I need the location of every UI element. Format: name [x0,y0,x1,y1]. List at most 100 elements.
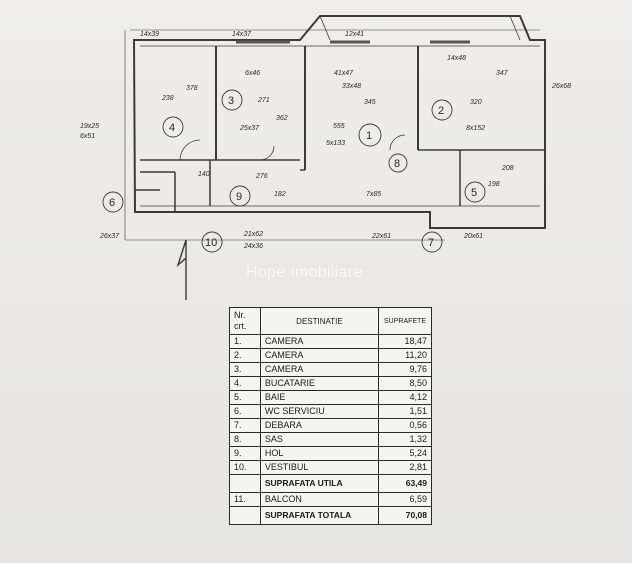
dim-label: 41x47 [334,70,354,77]
row-surface: 4,12 [378,390,432,405]
dim-label: 362 [276,115,288,122]
row-destination: BUCATARIE [259,376,380,391]
row-destination: CAMERA [259,362,380,377]
row-destination: HOL [259,446,380,461]
header-destination: DESTINATIE [259,307,380,335]
room-10-marker [201,231,223,253]
dim-label: 347 [496,70,509,77]
dim-label: 6x51 [80,133,95,140]
room-9-label: 9 [236,191,242,203]
dim-label: 19x25 [80,123,99,130]
room-3-marker [221,89,243,111]
dim-label: 271 [257,97,270,104]
row-destination: WC SERVICIU [259,404,380,419]
dim-label: 25x37 [239,125,260,132]
room-2-marker [431,99,453,121]
row-nr: 4. [229,376,261,391]
row-surface: 1,32 [378,432,432,447]
row-nr: 11. [229,492,261,507]
row-nr: 3. [229,362,261,377]
row-nr: 9. [229,446,261,461]
row-nr [229,474,261,493]
row-nr: 6. [229,404,261,419]
row-nr: 5. [229,390,261,405]
dim-label: 198 [488,181,500,188]
row-surface: 63,49 [378,474,432,493]
row-destination: SAS [259,432,380,447]
row-surface: 2,81 [378,460,432,475]
row-nr: 1. [229,334,261,349]
dim-label: 22x61 [371,233,391,240]
dim-label: 238 [161,95,174,102]
watermark: Hope Imobiliare [246,264,363,281]
row-surface: 5,24 [378,446,432,461]
row-destination: BAIE [259,390,380,405]
room-5-label: 5 [471,187,477,199]
row-destination: SUPRAFATA UTILA [259,474,380,493]
dim-label: 14x37 [232,31,252,38]
dim-label: 378 [186,85,198,92]
dim-label: 26x37 [99,233,120,240]
dim-label: 7x85 [366,191,381,198]
room-6-marker [102,191,124,213]
dim-label: 555 [333,123,345,130]
floor-plan-drawing: 4 3 1 2 5 6 7 8 9 10 14x39 14x37 12x41 1… [80,15,571,300]
dim-label: 20x61 [463,233,483,240]
dim-label: 320 [470,99,482,106]
dim-label: 33x48 [342,83,361,90]
room-2-label: 2 [438,105,444,117]
row-destination: CAMERA [259,334,380,349]
dim-label: 26x68 [551,83,571,90]
room-8-label: 8 [394,158,400,170]
room-10-label: 10 [205,237,217,249]
header-nr: Nr. crt. [229,307,261,335]
room-4-marker [162,116,184,138]
header-surface: SUPRAFETE [378,307,432,335]
row-destination: CAMERA [259,348,380,363]
dim-label: 345 [364,99,376,106]
dim-label: 14x39 [140,31,159,38]
dim-label: 5x133 [326,140,345,147]
row-nr [229,506,261,525]
dim-label: 182 [274,191,286,198]
room-1-label: 1 [366,130,372,142]
dim-label: 6x46 [245,70,260,77]
row-destination: VESTIBUL [259,460,380,475]
room-7-marker [421,231,443,253]
dim-label: 12x41 [345,31,364,38]
dim-label: 140 [198,171,210,178]
row-surface: 0,56 [378,418,432,433]
row-surface: 8,50 [378,376,432,391]
row-destination: DEBARA [259,418,380,433]
room-3-label: 3 [228,95,234,107]
room-6-label: 6 [109,197,115,209]
row-nr: 2. [229,348,261,363]
row-surface: 1,51 [378,404,432,419]
row-destination: BALCON [259,492,380,507]
row-nr: 7. [229,418,261,433]
room-7-label: 7 [428,237,434,249]
room-1-marker [358,123,382,147]
row-surface: 11,20 [378,348,432,363]
row-nr: 8. [229,432,261,447]
row-surface: 70,08 [378,506,432,525]
room-5-marker [464,181,486,203]
dim-label: 24x36 [243,243,263,250]
room-9-marker [229,185,251,207]
row-destination: SUPRAFATA TOTALA [259,506,380,525]
dim-label: 208 [501,165,514,172]
room-8-marker [388,153,408,173]
